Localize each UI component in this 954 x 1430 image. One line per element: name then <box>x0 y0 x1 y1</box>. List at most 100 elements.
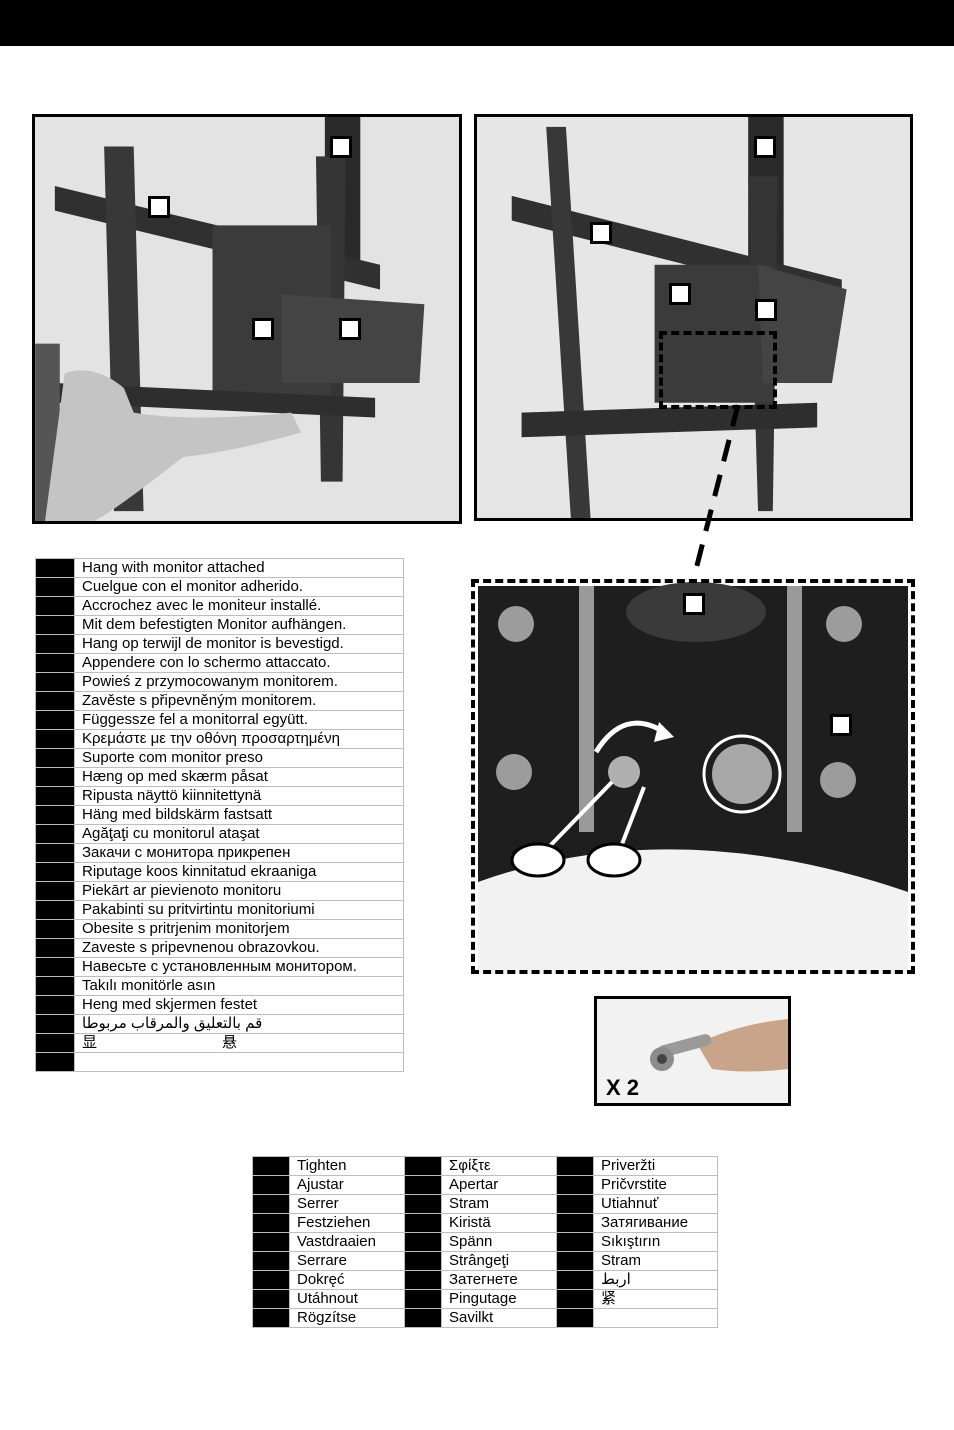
term-text: Ajustar <box>289 1175 405 1195</box>
instruction-text: Powieś z przymocowanym monitorem. <box>74 672 404 692</box>
instruction-text: قم بالتعليق والمرقاب مربوطا <box>74 1014 404 1034</box>
instruction-text: Függessze fel a monitorral együtt. <box>74 710 404 730</box>
instruction-text: Hang op terwijl de monitor is bevestigd. <box>74 634 404 654</box>
instruction-text: Heng med skjermen festet <box>74 995 404 1015</box>
table-row: Закачи с монитора прикрепен <box>35 843 404 863</box>
tighten-table: Tighten Σφίξτε Priveržti Ajustar Apertar… <box>252 1156 718 1328</box>
table-row: Utáhnout Pingutage 紧 <box>252 1289 718 1309</box>
term-text: Utiahnuť <box>593 1194 718 1214</box>
term-text <box>593 1308 718 1328</box>
term-text: Dokręć <box>289 1270 405 1290</box>
instruction-text: Навесьте с установленным монитором. <box>74 957 404 977</box>
table-row: Навесьте с установленным монитором. <box>35 957 404 977</box>
table-row: 显 悬 <box>35 1033 404 1053</box>
term-text: Vastdraaien <box>289 1232 405 1252</box>
term-text: Stram <box>441 1194 557 1214</box>
table-row: Vastdraaien Spänn Sıkıştırın <box>252 1232 718 1252</box>
term-text: Priveržti <box>593 1156 718 1176</box>
table-row: Heng med skjermen festet <box>35 995 404 1015</box>
table-row: Zavěste s připevněným monitorem. <box>35 691 404 711</box>
term-text: Strângeţi <box>441 1251 557 1271</box>
table-row: Takılı monitörle asın <box>35 976 404 996</box>
term-text: Stram <box>593 1251 718 1271</box>
table-row: Serrer Stram Utiahnuť <box>252 1194 718 1214</box>
instruction-text: Zaveste s pripevnenou obrazovkou. <box>74 938 404 958</box>
detail-illustration <box>478 582 908 974</box>
term-text: Σφίξτε <box>441 1156 557 1176</box>
table-row: Mit dem befestigten Monitor aufhängen. <box>35 615 404 635</box>
instruction-text: Appendere con lo schermo attaccato. <box>74 653 404 673</box>
term-text: Pričvrstite <box>593 1175 718 1195</box>
callout-box <box>148 196 170 218</box>
callout-box <box>754 136 776 158</box>
table-row: Häng med bildskärm fastsatt <box>35 805 404 825</box>
table-row: Festziehen Kiristä Затягивание <box>252 1213 718 1233</box>
term-text: Spänn <box>441 1232 557 1252</box>
table-row: Függessze fel a monitorral együtt. <box>35 710 404 730</box>
term-text: Pingutage <box>441 1289 557 1309</box>
photo-mounted <box>474 114 913 521</box>
instruction-text: Mit dem befestigten Monitor aufhängen. <box>74 615 404 635</box>
instruction-text: Takılı monitörle asın <box>74 976 404 996</box>
instruction-text: Häng med bildskärm fastsatt <box>74 805 404 825</box>
term-text: Rögzítse <box>289 1308 405 1328</box>
photo-hang-monitor <box>32 114 462 524</box>
instruction-text <box>74 1052 404 1072</box>
table-row: Obesite s pritrjenim monitorjem <box>35 919 404 939</box>
callout-box <box>252 318 274 340</box>
instruction-text: 显 悬 <box>74 1033 404 1053</box>
table-row: Zaveste s pripevnenou obrazovkou. <box>35 938 404 958</box>
instruction-text: Ripusta näyttö kiinnitettynä <box>74 786 404 806</box>
photo-detail <box>474 582 912 974</box>
table-row <box>35 1052 404 1072</box>
table-row: Dokręć Затегнете اربط <box>252 1270 718 1290</box>
table-row: Κρεμάστε με την οθόνη προσαρτημένη <box>35 729 404 749</box>
table-row: Hang op terwijl de monitor is bevestigd. <box>35 634 404 654</box>
dashed-connector <box>689 404 741 586</box>
table-row: Piekārt ar pievienoto monitoru <box>35 881 404 901</box>
instruction-table: Hang with monitor attached Cuelgue con e… <box>35 558 404 1072</box>
table-row: Cuelgue con el monitor adherido. <box>35 577 404 597</box>
instruction-text: Закачи с монитора прикрепен <box>74 843 404 863</box>
callout-box <box>755 299 777 321</box>
mount-illustration-right <box>477 117 910 518</box>
table-row: Appendere con lo schermo attaccato. <box>35 653 404 673</box>
instruction-text: Obesite s pritrjenim monitorjem <box>74 919 404 939</box>
table-row: Riputage koos kinnitatud ekraaniga <box>35 862 404 882</box>
callout-box <box>330 136 352 158</box>
quantity-label: X 2 <box>606 1075 640 1100</box>
callout-box <box>683 593 705 615</box>
table-row: Ajustar Apertar Pričvrstite <box>252 1175 718 1195</box>
detail-dashed-frame <box>471 579 915 974</box>
instruction-text: Zavěste s připevněným monitorem. <box>74 691 404 711</box>
highlight-region <box>659 331 777 409</box>
term-text: Serrare <box>289 1251 405 1271</box>
table-row: قم بالتعليق والمرقاب مربوطا <box>35 1014 404 1034</box>
table-row: Accrochez avec le moniteur installé. <box>35 596 404 616</box>
table-row: Suporte com monitor preso <box>35 748 404 768</box>
term-text: Sıkıştırın <box>593 1232 718 1252</box>
callout-box <box>669 283 691 305</box>
term-text: Serrer <box>289 1194 405 1214</box>
instruction-text: Riputage koos kinnitatud ekraaniga <box>74 862 404 882</box>
callout-box <box>590 222 612 244</box>
term-text: Tighten <box>289 1156 405 1176</box>
term-text: Utáhnout <box>289 1289 405 1309</box>
instruction-text: Hang with monitor attached <box>74 558 404 578</box>
instruction-text: Pakabinti su pritvirtintu monitoriumi <box>74 900 404 920</box>
term-text: Festziehen <box>289 1213 405 1233</box>
instruction-text: Accrochez avec le moniteur installé. <box>74 596 404 616</box>
mount-illustration-left <box>35 117 459 521</box>
instruction-text: Piekārt ar pievienoto monitoru <box>74 881 404 901</box>
ratchet-illustration <box>650 1019 788 1072</box>
instruction-text: Suporte com monitor preso <box>74 748 404 768</box>
term-text: Затегнете <box>441 1270 557 1290</box>
instruction-text: Agăţaţi cu monitorul ataşat <box>74 824 404 844</box>
table-row: Hæng op med skærm påsat <box>35 767 404 787</box>
instruction-text: Hæng op med skærm påsat <box>74 767 404 787</box>
table-row: Serrare Strângeţi Stram <box>252 1251 718 1271</box>
term-text: اربط <box>593 1270 718 1290</box>
callout-box <box>830 714 852 736</box>
instruction-text: Κρεμάστε με την οθόνη προσαρτημένη <box>74 729 404 749</box>
table-row: Rögzítse Savilkt <box>252 1308 718 1328</box>
